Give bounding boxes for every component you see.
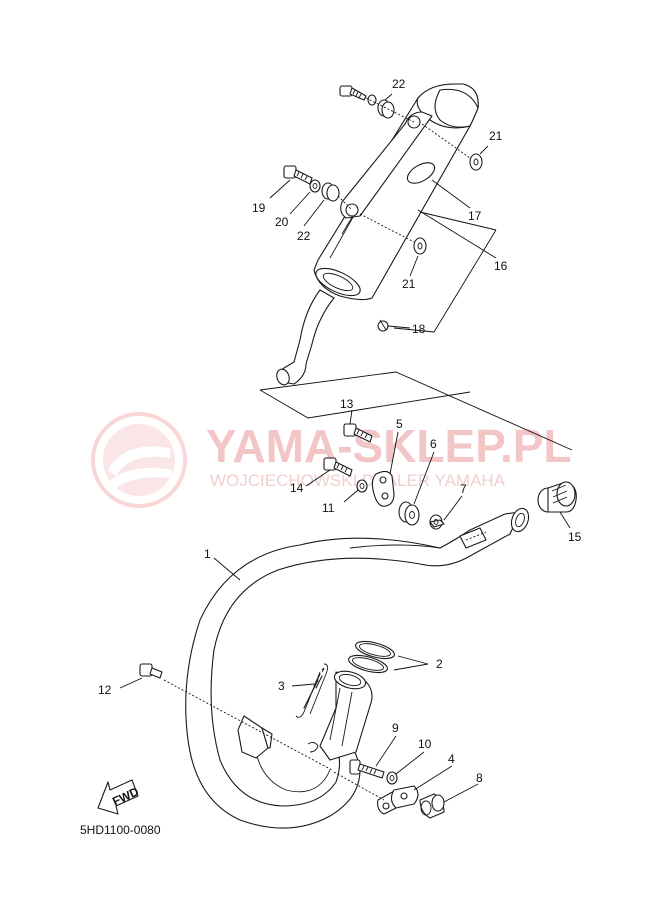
group-outline-lines <box>259 211 573 451</box>
washer-20-icon <box>309 179 321 193</box>
callout-4: 4 <box>448 752 455 766</box>
bolt-9-icon <box>349 759 385 779</box>
bracket-5-icon <box>371 470 395 507</box>
gaskets-2-icon <box>348 640 395 674</box>
callout-numbers: 22 21 19 20 22 17 16 21 18 13 5 6 14 7 1… <box>98 77 582 785</box>
upper-fasteners <box>283 85 483 332</box>
callout-15: 15 <box>568 530 582 544</box>
collar-7-icon <box>429 514 445 530</box>
bolt-top-icon <box>339 85 367 101</box>
callout-1: 1 <box>204 547 211 561</box>
callout-21-upper: 21 <box>489 129 503 143</box>
fwd-arrow-icon: FWD <box>97 779 141 815</box>
watermark-subtitle: WOJCIECHOWSKI DEALER YAMAHA <box>210 471 506 490</box>
callout-18: 18 <box>412 322 426 336</box>
callout-16: 16 <box>494 259 508 273</box>
collar-21-upper-icon <box>469 153 483 171</box>
washer-top-icon <box>367 94 377 106</box>
washer-10-icon <box>386 771 398 785</box>
callout-19: 19 <box>252 201 266 215</box>
middle-fasteners <box>323 423 577 530</box>
collar-21-lower-icon <box>413 237 427 255</box>
leader-lines <box>119 93 571 803</box>
bracket-4-icon <box>390 785 419 809</box>
grommet-22-lower-icon <box>321 182 340 202</box>
callout-5: 5 <box>396 417 403 431</box>
bolt-12-icon <box>139 663 163 679</box>
callout-10: 10 <box>418 737 432 751</box>
callout-22-lower: 22 <box>297 229 311 243</box>
callout-6: 6 <box>430 437 437 451</box>
bolt-19-icon <box>283 165 313 185</box>
silencer-assembly <box>276 83 479 386</box>
diagram-code: 5HD1100-0080 <box>80 823 161 837</box>
watermark-logo-icon <box>91 412 187 508</box>
callout-3: 3 <box>278 679 285 693</box>
callout-17: 17 <box>468 209 482 223</box>
callout-22-upper: 22 <box>392 77 406 91</box>
bolt-13-icon <box>343 423 373 443</box>
callout-9: 9 <box>392 721 399 735</box>
spacer-8-icon <box>419 793 445 819</box>
callout-14: 14 <box>290 481 304 495</box>
spring-3-icon <box>295 663 329 718</box>
callout-13: 13 <box>340 397 354 411</box>
callout-8: 8 <box>476 771 483 785</box>
watermark: YAMA-SKLEP.PL WOJCIECHOWSKI DEALER YAMAH… <box>91 412 572 508</box>
callout-12: 12 <box>98 683 112 697</box>
callout-2: 2 <box>436 657 443 671</box>
callout-11: 11 <box>322 501 335 515</box>
grommet-6-icon <box>398 501 420 526</box>
lower-fasteners <box>139 663 445 819</box>
callout-20: 20 <box>275 215 289 229</box>
screw-18-icon <box>377 319 389 332</box>
callout-7: 7 <box>460 482 467 496</box>
washer-11-icon <box>356 479 368 493</box>
callout-21-lower: 21 <box>402 277 416 291</box>
gasket-15-icon <box>537 481 577 513</box>
watermark-brand: YAMA-SKLEP.PL <box>206 420 572 472</box>
grommet-22-upper-icon <box>377 99 395 119</box>
